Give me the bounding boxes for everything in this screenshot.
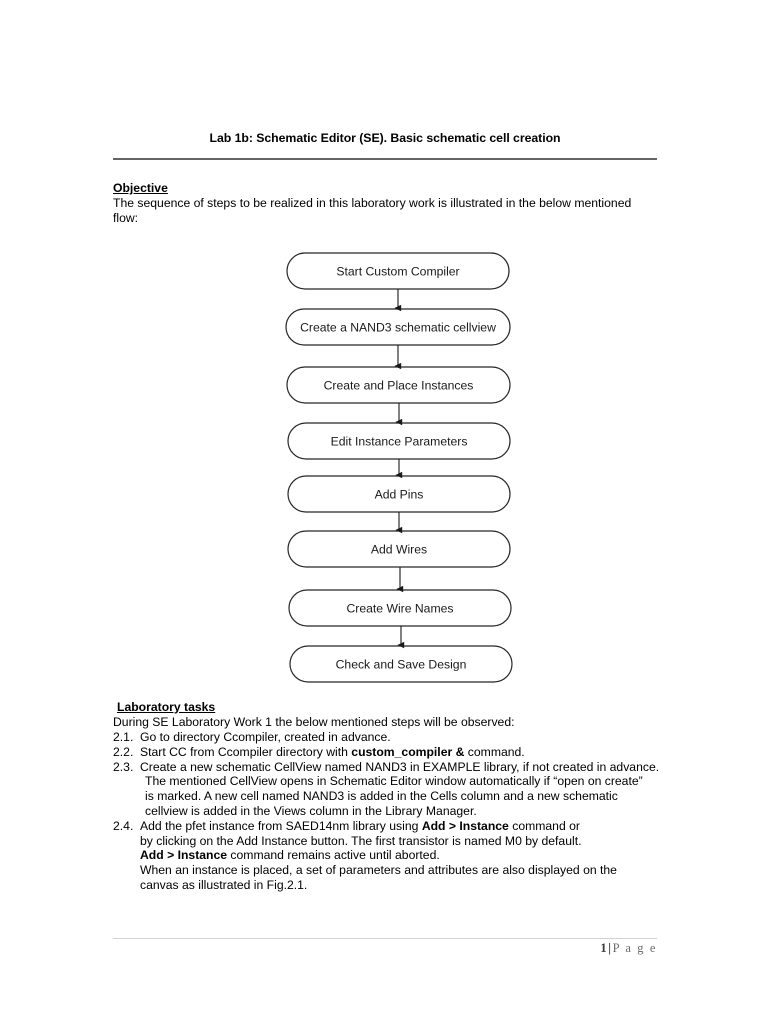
flow-node-box xyxy=(287,530,511,568)
flow-node-label: Create and Place Instances xyxy=(324,378,474,392)
objective-text: The sequence of steps to be realized in … xyxy=(113,196,632,225)
task-line: Add the pfet instance from SAED14nm libr… xyxy=(140,819,580,833)
task-text-emphasis: Add > Instance xyxy=(140,848,228,863)
objective-heading: Objective xyxy=(113,181,168,195)
flowchart-arrows xyxy=(394,289,405,649)
task-line: is marked. A new cell named NAND3 is add… xyxy=(140,789,693,804)
flow-node-label: Check and Save Design xyxy=(336,657,467,671)
task-line: When an instance is placed, a set of par… xyxy=(140,863,693,878)
flow-node-label: Create a NAND3 schematic cellview xyxy=(300,320,496,334)
page-label: P a g e xyxy=(612,941,657,955)
page-title: Lab 1b: Schematic Editor (SE). Basic sch… xyxy=(209,131,561,145)
task-text: Create a new schematic CellView named NA… xyxy=(140,759,660,774)
page-number-value: 1 xyxy=(600,941,609,955)
task-item: 2.1. Go to directory Ccompiler, created i… xyxy=(113,730,693,745)
flow-node-label: Add Pins xyxy=(375,487,424,501)
task-line: Add > Instance command remains active un… xyxy=(140,848,693,863)
flow-node-box xyxy=(287,475,511,513)
task-item: 2.3. Create a new schematic CellView name… xyxy=(113,760,693,819)
task-line: Go to directory Ccompiler, created in ad… xyxy=(140,730,391,744)
page-number-separator: | xyxy=(608,941,613,955)
flow-node-box xyxy=(285,308,511,346)
flow-node-label: Edit Instance Parameters xyxy=(331,434,468,448)
footer-divider xyxy=(113,938,657,939)
task-text: is marked. A new cell named NAND3 is add… xyxy=(145,789,618,804)
task-text: The mentioned CellView opens in Schemati… xyxy=(145,774,643,789)
task-line: The mentioned CellView opens in Schemati… xyxy=(140,774,693,789)
laboratory-tasks-intro: During SE Laboratory Work 1 the below me… xyxy=(113,715,515,729)
task-line: Create a new schematic CellView named NA… xyxy=(140,760,659,774)
flow-node-box xyxy=(286,252,510,290)
task-text: command remains active until aborted. xyxy=(227,848,440,863)
task-text-emphasis: Add > Instance xyxy=(421,818,509,833)
task-number: 2.1. xyxy=(113,730,134,744)
flow-node-box xyxy=(287,422,511,460)
task-item: 2.4. Add the pfet instance from SAED14nm … xyxy=(113,819,693,893)
title-divider xyxy=(113,158,657,160)
flow-node-label: Create Wire Names xyxy=(346,601,453,615)
flow-node-box xyxy=(289,645,513,683)
task-line: Start CC from Ccompiler directory with c… xyxy=(140,745,525,759)
footer-page-number: 1|P a g e xyxy=(113,941,657,956)
task-text: Add the pfet instance from SAED14nm libr… xyxy=(140,818,422,833)
task-list: 2.1. Go to directory Ccompiler, created i… xyxy=(113,730,693,893)
task-text: Go to directory Ccompiler, created in ad… xyxy=(140,730,391,744)
task-number: 2.4. xyxy=(113,818,134,833)
task-item: 2.2. Start CC from Ccompiler directory wi… xyxy=(113,745,693,760)
flow-node-label: Add Wires xyxy=(371,542,427,556)
task-text: command. xyxy=(464,744,525,759)
task-line: by clicking on the Add Instance button. … xyxy=(140,834,693,849)
task-text: canvas as illustrated in Fig.2.1. xyxy=(140,877,308,892)
task-text: command or xyxy=(508,818,580,833)
task-text: by clicking on the Add Instance button. … xyxy=(140,833,582,848)
task-number: 2.2. xyxy=(113,744,134,759)
task-number: 2.3. xyxy=(113,759,134,774)
flow-node-label: Start Custom Compiler xyxy=(336,264,459,278)
task-line: canvas as illustrated in Fig.2.1. xyxy=(140,878,693,893)
laboratory-tasks-heading: Laboratory tasks xyxy=(117,700,216,714)
flow-node-box xyxy=(288,589,512,627)
task-text-emphasis: custom_compiler & xyxy=(351,744,465,759)
flow-node-box xyxy=(286,366,511,404)
task-text: Start CC from Ccompiler directory with xyxy=(140,744,352,759)
task-text: cellview is added in the Views column in… xyxy=(145,803,477,818)
task-line: cellview is added in the Views column in… xyxy=(140,804,693,819)
task-text: When an instance is placed, a set of par… xyxy=(140,863,617,878)
